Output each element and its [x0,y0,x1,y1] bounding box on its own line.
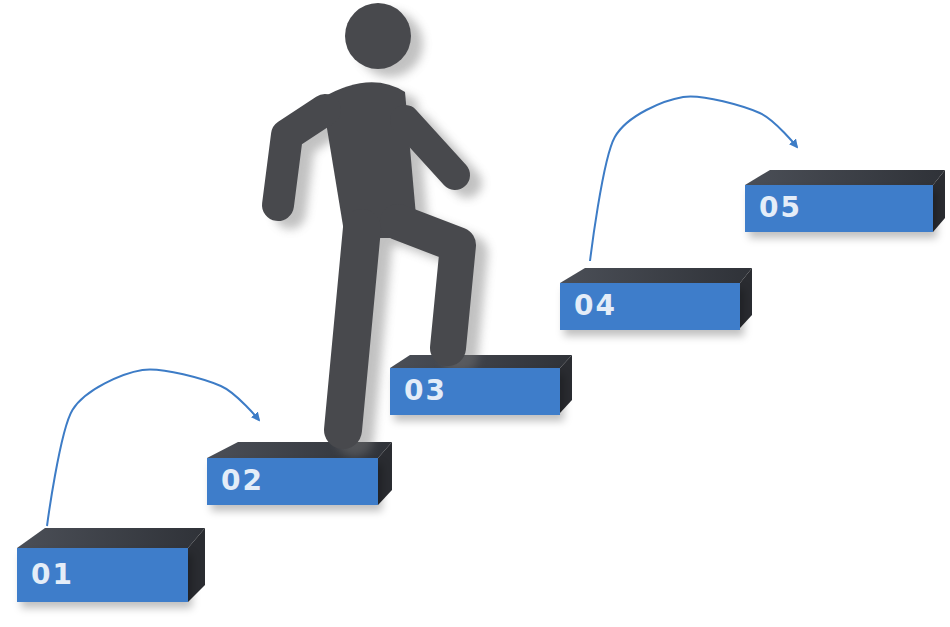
step-top [560,268,752,283]
step-block: 01 [17,548,188,602]
curved-arrow [590,96,797,261]
step-number: 04 [574,291,617,322]
step-side [188,528,205,602]
step-side [378,442,392,505]
person-figure [278,3,458,430]
step-number: 01 [31,560,74,591]
step-block: 04 [560,283,740,330]
step-side [740,268,752,328]
step-number: 03 [404,376,447,407]
step-top [17,528,205,548]
step-top [745,170,945,185]
step-tops [17,170,945,602]
step-number: 05 [759,193,802,224]
step-block: 05 [745,185,933,232]
step-side [933,170,945,232]
step-block: 02 [207,458,378,505]
step-top [390,355,572,368]
step-block: 03 [390,368,560,415]
step-number: 02 [221,466,264,497]
step-side [560,355,572,413]
